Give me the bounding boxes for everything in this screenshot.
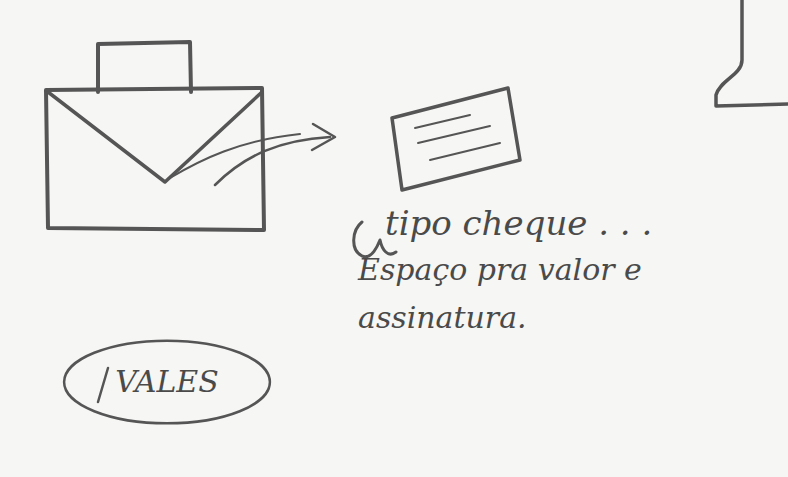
oval-shape — [64, 341, 270, 424]
node-text: VALES — [115, 358, 219, 406]
cheque-line — [418, 126, 490, 143]
handle-sketch — [98, 42, 191, 92]
cheque-line — [415, 115, 470, 128]
envelope-flap — [48, 92, 262, 182]
oval-node: VALES — [62, 338, 272, 426]
arrow-head — [312, 124, 335, 150]
arrow-line — [215, 137, 330, 185]
handwritten-note: tipo cheque . . . — [385, 196, 715, 250]
stamp-sketch — [716, 0, 788, 106]
cheque-sketch — [392, 88, 520, 190]
handwritten-note: Espaço pra valor e assinatura. — [358, 246, 658, 342]
cheque-line — [430, 143, 500, 160]
flap-stroke — [170, 134, 300, 178]
pen-stroke — [98, 368, 108, 402]
envelope-sketch — [46, 88, 264, 230]
